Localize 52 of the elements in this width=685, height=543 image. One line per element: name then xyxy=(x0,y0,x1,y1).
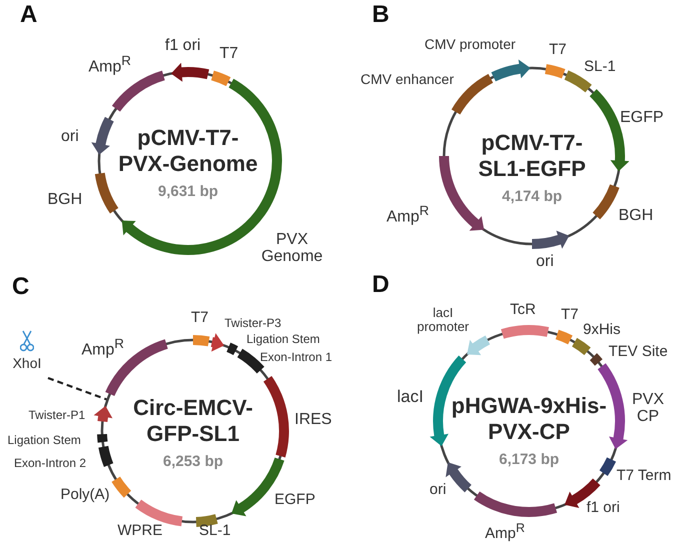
feature-label: Poly(A) xyxy=(60,486,110,503)
feature-label: Twister-P3 xyxy=(224,316,282,330)
feature-label: Amp$^{R}$ xyxy=(386,204,430,226)
feature-label: lacI xyxy=(397,388,424,406)
feature-label: ori xyxy=(430,482,446,498)
plasmid-name: pCMV-T7-PVX-Genome xyxy=(117,125,259,178)
enzyme-label: XhoI xyxy=(12,355,42,371)
panel-letter: A xyxy=(20,2,38,28)
feature-label: PVX Genome xyxy=(260,230,324,266)
feature-label: lacI promoter xyxy=(416,306,470,334)
panel-letter: D xyxy=(372,272,390,298)
feature-label: TEV Site xyxy=(608,344,668,360)
feature-label: Ligation Stem xyxy=(8,434,81,447)
feature-label: PVX CP xyxy=(630,390,665,426)
feature-label: Exon-Intron 2 xyxy=(14,456,86,470)
feature-label: Twister-P1 xyxy=(28,408,86,422)
feature-label: SL-1 xyxy=(199,522,231,539)
feature-label: Amp$^{R}$ xyxy=(485,522,525,542)
feature-label: Amp$^{R}$ xyxy=(82,337,124,359)
feature-label: SL-1 xyxy=(584,58,616,75)
feature-label: ori xyxy=(61,128,79,146)
plasmid-name: Circ-EMCV-GFP-SL1 xyxy=(132,395,254,448)
feature-label: CMV promoter xyxy=(424,36,516,52)
feature-label: f1 ori xyxy=(165,37,201,55)
feature-label: 9xHis xyxy=(583,322,621,338)
feature-label: T7 xyxy=(191,310,209,326)
plasmid-name: pHGWA-9xHis-PVX-CP xyxy=(450,393,608,446)
feature-label: BGH xyxy=(618,207,654,225)
feature-label: EGFP xyxy=(620,109,664,127)
panel-letter: B xyxy=(372,2,390,28)
plasmid-size: 9,631 bp xyxy=(156,183,220,200)
feature-label: WPRE xyxy=(118,522,162,539)
plasmid-name: pCMV-T7-SL1-EGFP xyxy=(477,130,587,183)
feature-label: TcR xyxy=(510,302,536,318)
panel-letter: C xyxy=(12,274,30,300)
feature-label: Exon-Intron 1 xyxy=(260,350,332,364)
feature-label: EGFP xyxy=(274,492,316,508)
plasmid-size: 6,253 bp xyxy=(162,453,224,470)
feature-label: Amp$^{R}$ xyxy=(88,54,132,76)
feature-label: f1 ori xyxy=(586,500,620,516)
plasmid-size: 6,173 bp xyxy=(498,451,560,468)
feature-label: BGH xyxy=(48,191,82,209)
feature-label: T7 Term xyxy=(616,468,672,484)
feature-label: CMV enhancer xyxy=(360,72,454,87)
feature-label: Ligation Stem xyxy=(246,332,320,346)
feature-label: ori xyxy=(536,253,554,271)
feature-label: T7 xyxy=(549,42,567,58)
plasmid-size: 4,174 bp xyxy=(500,188,564,205)
feature-label: T7 xyxy=(561,306,579,323)
feature-label: T7 xyxy=(220,45,238,63)
feature-label: IRES xyxy=(294,411,332,429)
cut-site-line xyxy=(48,376,108,401)
